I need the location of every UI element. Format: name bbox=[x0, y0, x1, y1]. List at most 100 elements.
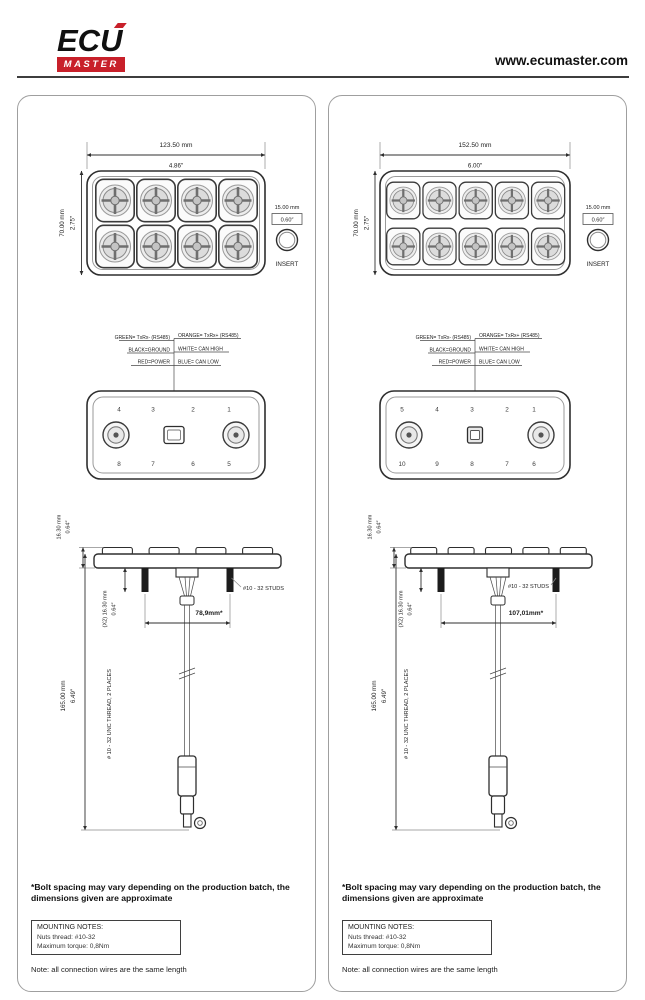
mounting-notes-title: MOUNTING NOTES: bbox=[348, 924, 415, 931]
mounting-notes-box: MOUNTING NOTES: Nuts thread: #10-32 Maxi… bbox=[342, 920, 492, 956]
keypad-button bbox=[95, 224, 135, 269]
header-divider bbox=[17, 76, 629, 78]
wire-label-blue: BLUE= CAN LOW bbox=[479, 360, 520, 366]
wire-label-white: WHITE= CAN HIGH bbox=[479, 347, 524, 353]
keypad-button bbox=[386, 226, 421, 267]
keypad-button bbox=[177, 178, 217, 223]
thread-label: # 10 - 32 UNC THREAD, 2 PLACES bbox=[404, 669, 410, 759]
keypad-button bbox=[530, 180, 566, 221]
mounting-note-thread: Nuts thread: #10-32 bbox=[37, 933, 96, 941]
mounting-notes-title: MOUNTING NOTES: bbox=[37, 924, 104, 931]
pin-number: 1 bbox=[532, 407, 536, 414]
keypad-side-profile bbox=[404, 553, 593, 569]
wire-label-green: GREEN= TxRx- (RS485) bbox=[416, 335, 472, 341]
dim-x2-label: (X2) 16.30 mm bbox=[399, 590, 405, 627]
keypad-button bbox=[422, 226, 457, 267]
mounting-note-torque: Maximum torque: 0,8Nm bbox=[348, 943, 421, 951]
pin-number: 7 bbox=[151, 461, 155, 468]
pin-number: 9 bbox=[435, 461, 439, 468]
mounting-note-thread: Nuts thread: #10-32 bbox=[348, 933, 407, 941]
round-connector-left bbox=[395, 421, 423, 449]
dim-stud-mm: 16.30 mm bbox=[368, 514, 374, 539]
keypad-button bbox=[386, 180, 421, 221]
bolt-spacing-note: *Bolt spacing may vary depending on the … bbox=[342, 882, 601, 903]
pin-number: 5 bbox=[400, 407, 404, 414]
round-connector-right bbox=[222, 421, 250, 449]
stud-left bbox=[141, 568, 149, 592]
keypad-button bbox=[530, 226, 566, 267]
pin-number: 7 bbox=[505, 461, 509, 468]
top-view-8: 123.50 mm 4.86″ 70.00 mm 2.75″ bbox=[59, 142, 266, 276]
mounting-notes-box: MOUNTING NOTES: Nuts thread: #10-32 Maxi… bbox=[31, 920, 181, 956]
cable-connector bbox=[175, 567, 199, 578]
keypad-button bbox=[422, 180, 457, 221]
wire-length-note: Note: all connection wires are the same … bbox=[31, 965, 187, 974]
plug-ring bbox=[504, 816, 518, 830]
insert-dim-in: 0.60″ bbox=[281, 218, 294, 224]
side-view-8: 16.30 mm 0.64″ #10 - 32 STUDS bbox=[57, 514, 284, 831]
dim-total-mm: 165.00 mm bbox=[60, 681, 67, 712]
keypad-button bbox=[136, 178, 176, 223]
keypad-button bbox=[494, 180, 530, 221]
dim-width-mm: 152.50 mm bbox=[459, 142, 492, 149]
keypad-side-profile bbox=[93, 553, 282, 569]
wire-length-note: Note: all connection wires are the same … bbox=[342, 965, 498, 974]
insert-detail: 15.00 mm 0.60″ INSERT bbox=[582, 205, 614, 268]
dim-stud-in: 0.64″ bbox=[377, 521, 383, 534]
cable-plug bbox=[488, 755, 508, 797]
pin-number: 10 bbox=[398, 461, 406, 468]
insert-dim-mm: 15.00 mm bbox=[586, 205, 611, 211]
website-url: www.ecumaster.com bbox=[494, 53, 628, 68]
keypad-button bbox=[177, 224, 217, 269]
dim-x2-label: (X2) 16.30 mm bbox=[103, 590, 109, 627]
dim-width-in: 4.86″ bbox=[169, 163, 184, 170]
mounting-note-torque: Maximum torque: 0,8Nm bbox=[37, 943, 110, 951]
drawing-10-button: 152.50 mm 6.00″ 70.00 mm 2.75″ bbox=[353, 142, 614, 831]
drawing-8-button: 123.50 mm 4.86″ 70.00 mm 2.75″ bbox=[57, 142, 303, 831]
dim-height-mm: 70.00 mm bbox=[59, 209, 66, 237]
logo-ecu-label: ECU bbox=[57, 23, 123, 58]
pin-number: 2 bbox=[191, 407, 195, 414]
cable-plug bbox=[177, 755, 197, 797]
bolt-spacing-value: 78,9mm* bbox=[195, 610, 223, 617]
insert-detail: 15.00 mm 0.60″ INSERT bbox=[271, 205, 303, 268]
dim-total-mm: 165.00 mm bbox=[371, 681, 378, 712]
logo-ecu-text: ECU bbox=[57, 23, 128, 58]
pin-number: 4 bbox=[435, 407, 439, 414]
side-view-10: 16.30 mm 0.64″ #10 - 32 STUDS bbox=[368, 514, 593, 831]
dim-height-in: 2.75″ bbox=[70, 215, 77, 230]
round-connector-right bbox=[527, 421, 555, 449]
plug-ring bbox=[193, 816, 207, 830]
pin-number: 6 bbox=[191, 461, 195, 468]
keypad-button bbox=[458, 226, 493, 267]
pin-number: 5 bbox=[227, 461, 231, 468]
keypad-button bbox=[136, 224, 176, 269]
studs-label: #10 - 32 STUDS bbox=[243, 586, 284, 592]
wire-label-white: WHITE= CAN HIGH bbox=[178, 347, 223, 353]
cable-connector bbox=[486, 567, 510, 578]
insert-label: INSERT bbox=[276, 261, 299, 268]
dim-total-in: 6.49″ bbox=[381, 688, 388, 703]
dim-height-in: 2.75″ bbox=[364, 215, 371, 230]
studs-label: #10 - 32 STUDS bbox=[508, 584, 549, 590]
back-view-8: GREEN= TxRx- (RS485) BLACK=GROUND RED=PO… bbox=[86, 333, 266, 480]
dim-x2-in: 0.64″ bbox=[408, 603, 414, 616]
round-connector-left bbox=[102, 421, 130, 449]
bolt-spacing-note: *Bolt spacing may vary depending on the … bbox=[31, 882, 290, 903]
wire-label-orange: ORANGE= TxRx+ (RS485) bbox=[479, 333, 540, 339]
logo-accent-mark bbox=[114, 23, 128, 28]
stud-right bbox=[226, 568, 234, 592]
dim-width-in: 6.00″ bbox=[468, 163, 483, 170]
insert-label: INSERT bbox=[587, 261, 610, 268]
pin-number: 1 bbox=[227, 407, 231, 414]
insert-dim-mm: 15.00 mm bbox=[275, 205, 300, 211]
thread-label: # 10 - 32 UNC THREAD, 2 PLACES bbox=[107, 669, 113, 759]
pin-number: 2 bbox=[505, 407, 509, 414]
keypad-button bbox=[95, 178, 135, 223]
dim-x2-in: 0.64″ bbox=[112, 603, 118, 616]
stud-left bbox=[437, 568, 445, 592]
keypad-button bbox=[218, 224, 258, 269]
wire-label-black: BLACK=GROUND bbox=[128, 348, 170, 354]
center-connector bbox=[163, 425, 185, 445]
